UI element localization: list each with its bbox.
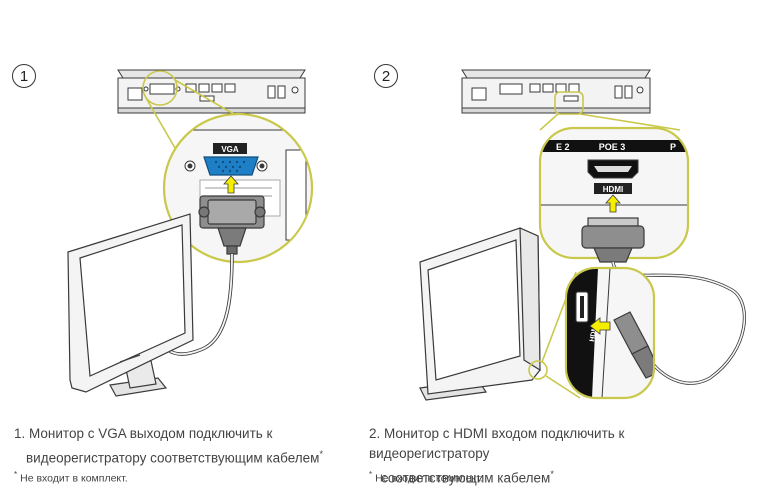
hdmi-zoom-view: E 2 POE 3 P HDMI — [538, 126, 690, 263]
step-1-footnote-mark: * — [14, 470, 18, 479]
step-1-caption: 1. Монитор с VGA выходом подключить к ви… — [14, 424, 384, 469]
vga-zoom-view — [162, 112, 314, 264]
step-1-footnote: *Не входит в комплект. — [14, 470, 128, 485]
arrow-up-icon — [223, 175, 239, 194]
step-2-caption-line2: соответствующим кабелем — [381, 470, 551, 486]
step-1-panel: 1 — [12, 64, 323, 485]
hdmi-connection-illustration: E 2 POE 3 P HDMI — [419, 69, 746, 401]
monitor-port-zoom-view: HDMI — [564, 266, 656, 400]
port-label-poe4: P — [670, 142, 676, 152]
hdmi-port-icon — [587, 159, 639, 179]
monitor-hdmi-label: HDMI — [589, 323, 599, 342]
vga-plug-icon — [198, 195, 266, 255]
step-2-footnote: *Не входит в комплект. — [369, 470, 483, 485]
monitor-icon — [67, 213, 194, 397]
step-2-caption-line1: 2. Монитор с HDMI входом подключить к ви… — [369, 426, 625, 461]
arrow-up-icon — [589, 317, 611, 335]
hdmi-plug-icon — [581, 217, 645, 263]
step-1-caption-line2: видеорегистратору соответствующим кабеле… — [26, 450, 320, 466]
step-2-caption-mark: * — [550, 469, 554, 479]
monitor-icon — [419, 227, 541, 401]
step-2-caption: 2. Монитор с HDMI входом подключить к ви… — [369, 424, 739, 489]
vga-label: VGA — [221, 145, 239, 154]
dvr-device-icon — [117, 69, 306, 114]
dvr-device-icon — [461, 69, 651, 114]
hdmi-label: HDMI — [603, 185, 623, 194]
step-1-number: 1 — [12, 64, 36, 88]
vga-port-icon — [203, 156, 259, 176]
port-label-poe3: POE 3 — [599, 142, 626, 152]
step-1-caption-mark: * — [319, 449, 323, 459]
arrow-up-icon — [605, 194, 621, 213]
step-1-caption-line1: 1. Монитор с VGA выходом подключить к — [14, 426, 273, 441]
vga-connection-illustration: VGA — [67, 69, 314, 397]
hdmi-plug-icon — [613, 311, 653, 379]
step-1-footnote-text: Не входит в комплект. — [20, 472, 128, 485]
step-2-footnote-mark: * — [369, 470, 373, 479]
step-2-footnote-text: Не входит в комплект. — [375, 472, 483, 485]
step-2-number: 2 — [374, 64, 398, 88]
port-label-poe2: E 2 — [556, 142, 570, 152]
step-2-panel: 2 E 2 — [369, 0, 760, 491]
